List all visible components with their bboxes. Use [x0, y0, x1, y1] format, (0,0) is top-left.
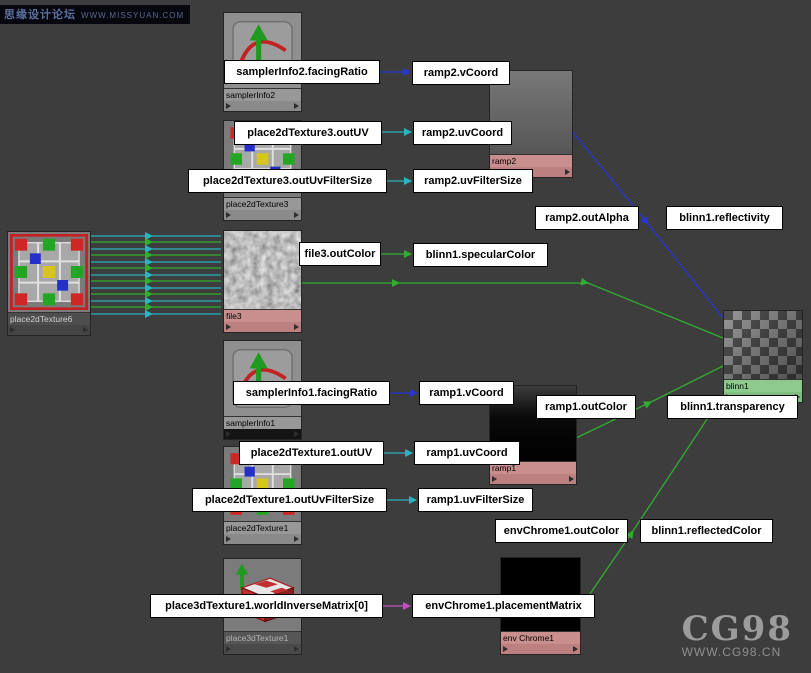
samplerInfo1-footer: [224, 429, 301, 439]
samplerInfo1-swatch[interactable]: [224, 341, 301, 417]
samplerInfo2-title: samplerInfo2: [224, 89, 301, 101]
connection-label-ramp2-vcoord[interactable]: ramp2.vCoord: [412, 61, 510, 85]
connection-label-blinn1-reflectivity[interactable]: blinn1.reflectivity: [666, 206, 783, 230]
blinn1-swatch[interactable]: [724, 311, 802, 380]
connection-label-samplerinfo1-facingratio[interactable]: samplerInfo1.facingRatio: [233, 381, 390, 405]
expand-outputs-arrow-icon[interactable]: [573, 646, 578, 652]
connection-label-envchrome1-placementmatrix[interactable]: envChrome1.placementMatrix: [412, 594, 595, 618]
connection-wire-8[interactable]: [570, 129, 724, 319]
connection-label-blinn1-transparency[interactable]: blinn1.transparency: [667, 395, 798, 419]
ramp1-title: ramp1: [490, 462, 576, 474]
connection-label-place2dtexture1-outuvfiltersize[interactable]: place2dTexture1.outUvFilterSize: [192, 488, 387, 512]
expand-inputs-arrow-icon[interactable]: [226, 431, 231, 437]
expand-inputs-arrow-icon[interactable]: [226, 646, 231, 652]
place3dTexture1-footer: [224, 644, 301, 654]
ramp1-footer: [490, 474, 576, 484]
connection-label-place2dtexture1-outuv[interactable]: place2dTexture1.outUV: [239, 441, 384, 465]
watermark-missyuan-title: 思缘设计论坛: [4, 9, 76, 21]
connection-label-samplerinfo2-facingratio[interactable]: samplerInfo2.facingRatio: [224, 60, 380, 84]
watermark-cg98-url: WWW.CG98.CN: [681, 645, 782, 659]
watermark-cg98: CG98 WWW.CG98.CN: [681, 609, 793, 659]
place2dTexture6-title: place2dTexture6: [8, 313, 90, 325]
file-texture-noise: [224, 231, 301, 309]
connection-label-ramp2-uvcoord[interactable]: ramp2.uvCoord: [413, 121, 512, 145]
expand-inputs-arrow-icon[interactable]: [226, 212, 231, 218]
place2dTexture1-title: place2dTexture1: [224, 522, 301, 534]
expand-inputs-arrow-icon[interactable]: [226, 103, 231, 109]
envChrome1-title: env Chrome1: [501, 632, 580, 644]
connection-label-place3dtexture1-worldinversematrix-0-[interactable]: place3dTexture1.worldInverseMatrix[0]: [150, 594, 383, 618]
samplerInfo2-footer: [224, 101, 301, 111]
place2dTexture3-title: place2dTexture3: [224, 198, 301, 210]
connection-label-ramp1-vcoord[interactable]: ramp1.vCoord: [419, 381, 514, 405]
connection-wire-11[interactable]: [578, 394, 724, 611]
connection-label-place2dtexture3-outuv[interactable]: place2dTexture3.outUV: [234, 121, 382, 145]
place2dTexture6-swatch[interactable]: [8, 232, 90, 313]
place3dTexture1-title: place3dTexture1: [224, 632, 301, 644]
watermark-missyuan: 思缘设计论坛 WWW.MISSYUAN.COM: [0, 5, 191, 24]
connection-label-envchrome1-outcolor[interactable]: envChrome1.outColor: [495, 519, 628, 543]
expand-inputs-arrow-icon[interactable]: [226, 324, 231, 330]
node-file3[interactable]: file3: [223, 230, 302, 333]
file3-title: file3: [224, 310, 301, 322]
file3-swatch[interactable]: [224, 231, 301, 310]
file3-footer: [224, 322, 301, 332]
connection-label-file3-outcolor[interactable]: file3.outColor: [299, 242, 381, 266]
expand-outputs-arrow-icon[interactable]: [294, 431, 299, 437]
expand-inputs-arrow-icon[interactable]: [492, 476, 497, 482]
watermark-cg98-logo: CG98: [681, 609, 793, 649]
expand-inputs-arrow-icon[interactable]: [10, 327, 15, 333]
expand-outputs-arrow-icon[interactable]: [569, 476, 574, 482]
connection-label-blinn1-reflectedcolor[interactable]: blinn1.reflectedColor: [640, 519, 773, 543]
connection-label-ramp1-uvfiltersize[interactable]: ramp1.uvFilterSize: [418, 488, 533, 512]
connection-label-ramp1-uvcoord[interactable]: ramp1.uvCoord: [414, 441, 520, 465]
place2d-texture-icon: [10, 234, 88, 310]
expand-outputs-arrow-icon[interactable]: [294, 646, 299, 652]
samplerInfo1-title: samplerInfo1: [224, 417, 301, 429]
node-blinn1[interactable]: blinn1: [723, 310, 803, 403]
expand-inputs-arrow-icon[interactable]: [503, 646, 508, 652]
node-place2dTexture6[interactable]: place2dTexture6: [7, 231, 91, 336]
expand-outputs-arrow-icon[interactable]: [565, 169, 570, 175]
connection-wire-10[interactable]: [575, 365, 724, 439]
ramp2-title: ramp2: [490, 155, 572, 167]
expand-outputs-arrow-icon[interactable]: [294, 324, 299, 330]
expand-outputs-arrow-icon[interactable]: [83, 327, 88, 333]
connection-label-place2dtexture3-outuvfiltersize[interactable]: place2dTexture3.outUvFilterSize: [188, 169, 387, 193]
expand-outputs-arrow-icon[interactable]: [294, 536, 299, 542]
connection-label-ramp1-outcolor[interactable]: ramp1.outColor: [536, 395, 636, 419]
expand-outputs-arrow-icon[interactable]: [294, 212, 299, 218]
connection-label-ramp2-uvfiltersize[interactable]: ramp2.uvFilterSize: [413, 169, 533, 193]
place2dTexture6-footer: [8, 325, 90, 335]
watermark-missyuan-url: WWW.MISSYUAN.COM: [81, 11, 185, 20]
place2dTexture1-footer: [224, 534, 301, 544]
place2dTexture3-footer: [224, 210, 301, 220]
connection-label-ramp2-outalpha[interactable]: ramp2.outAlpha: [535, 206, 639, 230]
expand-inputs-arrow-icon[interactable]: [226, 536, 231, 542]
envChrome1-footer: [501, 644, 580, 654]
expand-outputs-arrow-icon[interactable]: [294, 103, 299, 109]
connection-wire-9[interactable]: [301, 277, 724, 339]
connection-label-blinn1-specularcolor[interactable]: blinn1.specularColor: [413, 243, 548, 267]
blinn1-title: blinn1: [724, 380, 802, 392]
